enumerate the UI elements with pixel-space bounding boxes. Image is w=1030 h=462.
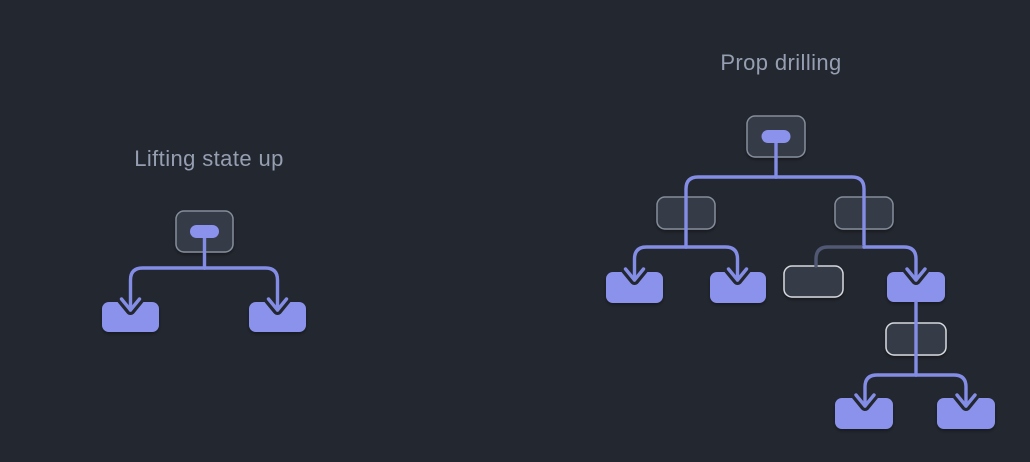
prop-drilling-edge-3-arrowhead-icon xyxy=(623,267,646,282)
lifting-state-up-child-left-node xyxy=(102,302,159,332)
lifting-state-up-edge-1-arrowhead-icon xyxy=(119,297,142,312)
prop-drilling-edge-3 xyxy=(632,245,688,282)
lifting-state-up-edge-2 xyxy=(202,266,280,312)
prop-drilling-bypassed-node xyxy=(783,265,844,298)
prop-drilling-leaf-d-node xyxy=(937,398,995,429)
prop-drilling-leaf-b-node xyxy=(710,272,766,303)
prop-drilling-edge-9-arrowhead-icon xyxy=(955,393,977,408)
prop-drilling-edge-4-arrowhead-icon xyxy=(726,267,749,282)
state-pill-layer xyxy=(190,130,791,238)
prop-drilling-edge-6 xyxy=(862,245,918,282)
lifting-state-up-root-state-pill xyxy=(190,225,219,238)
prop-drilling-receiver-parent-node xyxy=(887,272,945,302)
prop-drilling-edge-1 xyxy=(684,175,778,249)
prop-drilling-edge-2 xyxy=(774,175,866,249)
prop-drilling-leaf-c-node xyxy=(835,398,893,429)
prop-drilling-edge-5 xyxy=(814,245,866,268)
diagram-title-lifting-state-up: Lifting state up xyxy=(134,146,284,171)
prop-drilling-edge-4 xyxy=(684,245,740,282)
edge-layer xyxy=(116,141,980,411)
prop-drilling-edge-9 xyxy=(914,373,968,408)
lifting-state-up-edge-2-arrowhead-icon xyxy=(266,297,289,312)
lifting-state-up-edge-1 xyxy=(128,266,207,312)
prop-drilling-root-state-pill xyxy=(761,130,791,143)
prop-drilling-edge-6-arrowhead-icon xyxy=(905,267,927,282)
prop-drilling-edge-8 xyxy=(863,373,918,408)
lifting-state-up-child-right-node xyxy=(249,302,306,332)
diagram-title-prop-drilling: Prop drilling xyxy=(720,50,842,75)
prop-drilling-leaf-a-node xyxy=(606,272,663,303)
prop-drilling-edge-8-arrowhead-icon xyxy=(854,393,876,408)
